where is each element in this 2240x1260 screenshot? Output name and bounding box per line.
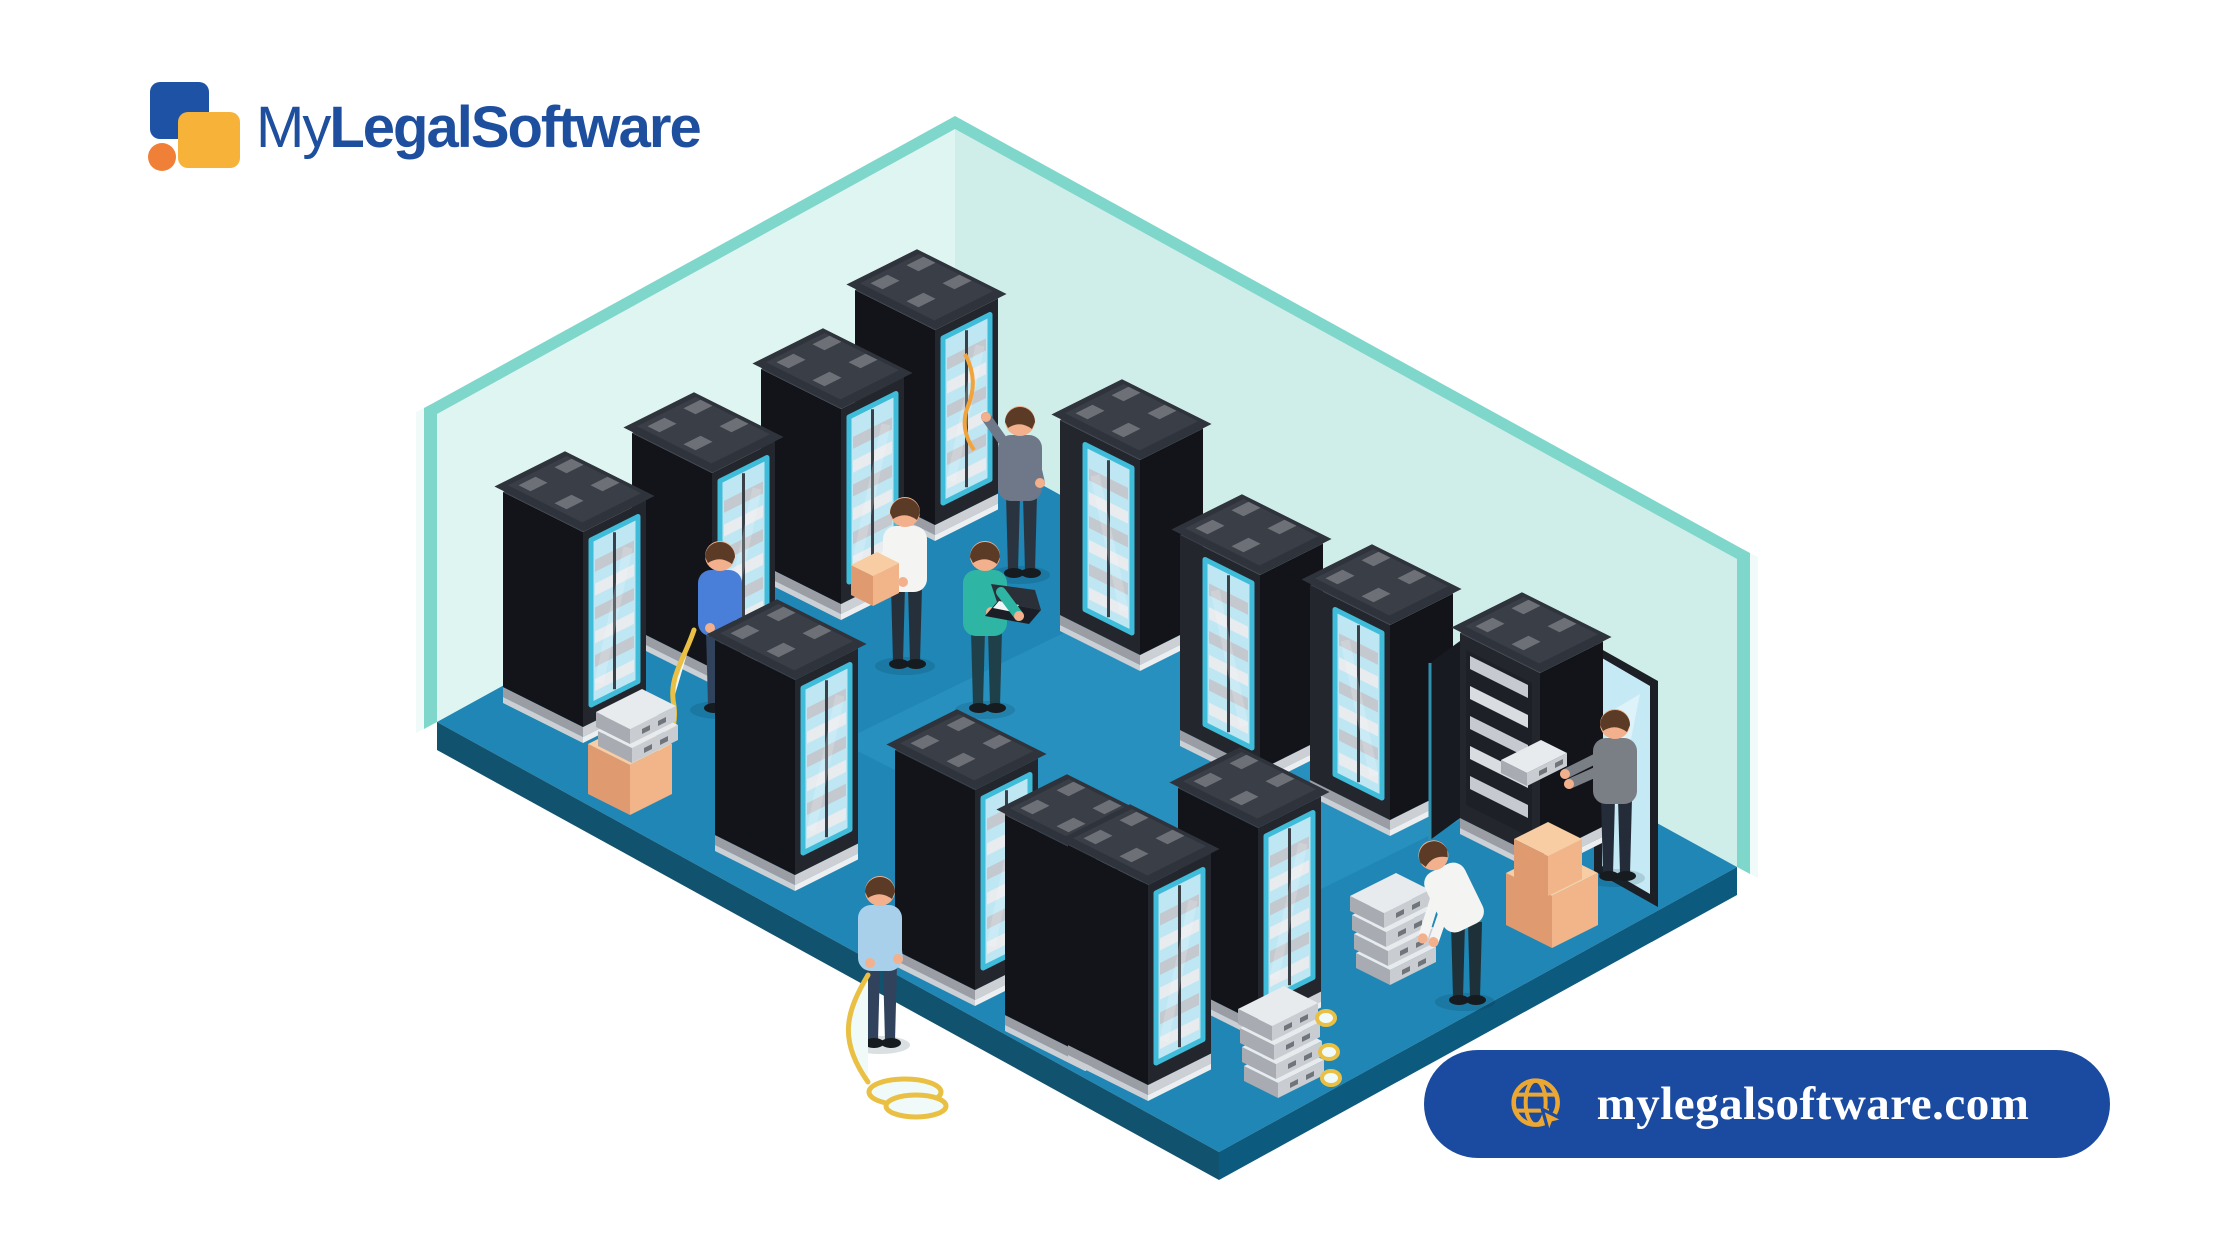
- server-rack: [1059, 804, 1220, 1101]
- server-rack-open: [1428, 592, 1612, 874]
- cable-coil: [1320, 1069, 1342, 1087]
- floor-walkway: [840, 582, 1550, 938]
- brand-logo: MyLegalSoftware: [148, 82, 702, 172]
- network-cable: [846, 972, 871, 1085]
- website-cta-button[interactable]: mylegalsoftware.com: [1424, 1050, 2110, 1158]
- logo-squares-icon: [148, 82, 242, 172]
- server-room-scene: [416, 116, 1758, 1180]
- server-rack: [706, 599, 867, 891]
- logo-orange-dot: [148, 143, 176, 171]
- globe-cursor-icon: [1510, 1078, 1568, 1136]
- website-url-label: mylegalsoftware.com: [1596, 1078, 2030, 1130]
- floor-edge-right: [1219, 867, 1737, 1180]
- server-rack: [623, 392, 784, 684]
- server-rack: [1171, 494, 1332, 786]
- technician-lightblue-cable: [850, 876, 910, 1054]
- technician-at-tall-rack: [981, 406, 1050, 584]
- technician-stacking-trays: [1417, 840, 1495, 1011]
- wall-top-edge-right: [955, 116, 1737, 559]
- server-rack: [494, 451, 655, 743]
- technician-with-laptop: [955, 541, 1041, 719]
- brand-name-bold: LegalSoftware: [329, 94, 701, 160]
- cable-coil: [1315, 1009, 1337, 1027]
- technician-inserting-tray: [1501, 709, 1645, 887]
- technician-carrying-box: [851, 497, 935, 675]
- logo-yellow-square: [178, 112, 240, 168]
- shipping-crate: [588, 723, 672, 815]
- floor-edge-left: [437, 722, 1219, 1180]
- cardboard-box-small: [1514, 822, 1582, 896]
- server-rack: [1301, 544, 1462, 836]
- cable-coil: [1318, 1043, 1340, 1061]
- server-tray-stack: [1238, 986, 1324, 1098]
- brand-name: MyLegalSoftware: [256, 94, 702, 161]
- brand-name-regular: My: [256, 94, 331, 160]
- cable-coil: [883, 1092, 949, 1120]
- server-tray-stack: [596, 689, 678, 763]
- wall-top-edge-left: [437, 116, 955, 414]
